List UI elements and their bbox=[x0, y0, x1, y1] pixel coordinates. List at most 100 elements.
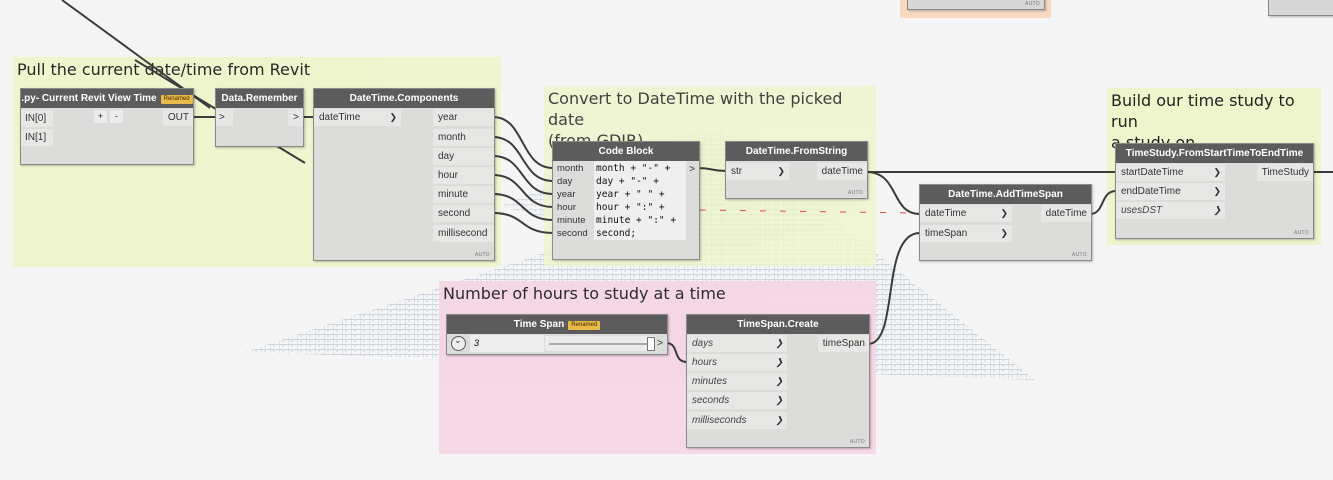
input-port-month[interactable]: month bbox=[557, 163, 584, 174]
slider-track[interactable] bbox=[545, 336, 655, 351]
input-port-in1[interactable]: IN[1] bbox=[21, 129, 53, 146]
chevron-right-icon: ❯ bbox=[1000, 228, 1008, 238]
port-label: timeSpan bbox=[925, 228, 968, 239]
input-port-datetime[interactable]: dateTime❯ bbox=[920, 205, 1012, 222]
chevron-right-icon: ❯ bbox=[777, 166, 785, 176]
port-label: str bbox=[731, 166, 743, 177]
input-port-enddatetime[interactable]: endDateTime ❯ bbox=[1116, 183, 1225, 200]
node-header[interactable]: DateTime.FromString bbox=[726, 142, 867, 161]
wire bbox=[492, 116, 554, 169]
partial-node-top[interactable]: AUTO bbox=[907, 0, 1045, 10]
code-line: month + "-" + bbox=[596, 163, 671, 174]
port-label: minutes bbox=[692, 376, 728, 387]
input-port-second[interactable]: second bbox=[557, 228, 588, 239]
node-datetime-components[interactable]: DateTime.Components dateTime❯ year month… bbox=[313, 88, 495, 261]
wire bbox=[492, 155, 554, 195]
output-port-minute[interactable]: minute bbox=[433, 186, 494, 203]
input-port-minute[interactable]: minute bbox=[557, 215, 586, 226]
auto-label: AUTO bbox=[475, 252, 490, 258]
port-label: endDateTime bbox=[1121, 186, 1181, 197]
port-label: dateTime bbox=[319, 112, 361, 123]
input-port-hours[interactable]: hours❯ bbox=[687, 354, 787, 371]
port-label: seconds bbox=[692, 395, 730, 406]
input-port-year[interactable]: year bbox=[557, 189, 576, 200]
auto-label: AUTO bbox=[848, 190, 863, 196]
input-port-days[interactable]: days❯ bbox=[687, 335, 787, 352]
input-port-in0[interactable]: IN[0] bbox=[21, 110, 53, 127]
output-port-timespan[interactable]: timeSpan bbox=[817, 335, 869, 352]
wire bbox=[867, 232, 921, 345]
output-port-hour[interactable]: hour bbox=[433, 167, 494, 184]
output-port-day[interactable]: day bbox=[433, 148, 494, 165]
output-port-month[interactable]: month bbox=[433, 129, 494, 146]
node-title: DateTime.AddTimeSpan bbox=[948, 189, 1063, 200]
node-title: DateTime.FromString bbox=[745, 146, 848, 157]
chevron-right-icon: ❯ bbox=[775, 338, 783, 348]
node-header[interactable]: DateTime.AddTimeSpan bbox=[920, 185, 1091, 204]
node-timespan-create[interactable]: TimeSpan.Create days❯ hours❯ minutes❯ se… bbox=[686, 314, 870, 448]
input-port-timespan[interactable]: timeSpan ❯ bbox=[920, 225, 1012, 242]
code-line: day + "-" + bbox=[596, 175, 659, 187]
renamed-badge: Renamed bbox=[568, 321, 601, 330]
port-label: startDateTime bbox=[1121, 167, 1184, 178]
chevron-right-icon: ❯ bbox=[1213, 205, 1221, 215]
port-label: hours bbox=[692, 357, 718, 368]
input-port[interactable]: > bbox=[216, 109, 233, 126]
code-line: minute + ":" + bbox=[596, 214, 677, 226]
node-code-block[interactable]: Code Block month day year hour minute se… bbox=[552, 141, 700, 260]
output-port-datetime[interactable]: dateTime bbox=[1040, 205, 1091, 222]
node-header[interactable]: Code Block bbox=[553, 142, 699, 161]
node-data-remember[interactable]: Data.Remember > > bbox=[215, 88, 304, 147]
input-port-minutes[interactable]: minutes ❯ bbox=[687, 373, 787, 390]
chevron-down-icon: ⌄ bbox=[454, 335, 462, 345]
node-title: DateTime.Components bbox=[349, 93, 459, 104]
node-header[interactable]: DateTime.Components bbox=[314, 89, 494, 108]
output-port[interactable]: > bbox=[657, 338, 663, 349]
wire bbox=[492, 193, 554, 221]
node-timestudy-fromstarttimetoendtime[interactable]: TimeStudy.FromStartTimeToEndTime startDa… bbox=[1115, 143, 1314, 239]
partial-node-top-right[interactable] bbox=[1268, 0, 1333, 16]
output-port-year[interactable]: year bbox=[433, 109, 494, 126]
output-port-out[interactable]: OUT bbox=[162, 109, 193, 126]
node-header[interactable]: TimeSpan.Create bbox=[687, 315, 869, 334]
input-port-datetime[interactable]: dateTime❯ bbox=[314, 109, 401, 126]
chevron-right-icon: ❯ bbox=[1213, 167, 1221, 177]
add-input-button[interactable]: + bbox=[94, 110, 107, 123]
wire bbox=[492, 212, 554, 234]
chevron-right-icon: ❯ bbox=[1213, 186, 1221, 196]
input-port-hour[interactable]: hour bbox=[557, 202, 577, 213]
remove-input-button[interactable]: - bbox=[110, 110, 123, 123]
input-port-usesdst[interactable]: usesDST❯ bbox=[1116, 202, 1225, 219]
output-port-second[interactable]: second bbox=[433, 205, 494, 222]
chevron-right-icon: ❯ bbox=[775, 376, 783, 386]
slider-thumb[interactable] bbox=[647, 337, 655, 351]
group-title: Number of hours to study at a time bbox=[443, 284, 726, 303]
chevron-right-icon: ❯ bbox=[775, 395, 783, 405]
wire bbox=[492, 174, 554, 208]
slider-value[interactable]: 3 bbox=[470, 335, 544, 352]
output-port[interactable]: > bbox=[689, 164, 695, 175]
node-header[interactable]: Data.Remember bbox=[216, 89, 303, 108]
input-port-str[interactable]: str ❯ bbox=[726, 163, 789, 180]
expand-toggle[interactable]: ⌄ bbox=[451, 335, 466, 351]
node-datetime-fromstring[interactable]: DateTime.FromString str ❯ dateTime AUTO bbox=[725, 141, 868, 199]
node-datetime-addtimespan[interactable]: DateTime.AddTimeSpan dateTime❯ timeSpan❯… bbox=[919, 184, 1092, 261]
input-port-day[interactable]: day bbox=[557, 176, 573, 187]
wire bbox=[665, 342, 688, 363]
input-port-seconds[interactable]: seconds ❯ bbox=[687, 392, 787, 409]
output-port-timestudy[interactable]: TimeStudy bbox=[1256, 164, 1313, 181]
output-port-datetime[interactable]: dateTime bbox=[816, 163, 867, 180]
code-editor[interactable]: month + "-" +day + "-" +year + " " +hour… bbox=[594, 161, 686, 241]
input-port-startdatetime[interactable]: startDateTime ❯ bbox=[1116, 164, 1225, 181]
renamed-badge: Renamed bbox=[160, 95, 193, 104]
node-header[interactable]: TimeStudy.FromStartTimeToEndTime bbox=[1116, 144, 1313, 163]
chevron-right-icon: ❯ bbox=[1000, 208, 1008, 218]
output-port[interactable]: > bbox=[288, 109, 303, 126]
input-port-milliseconds[interactable]: milliseconds❯ bbox=[687, 412, 787, 429]
output-port-millisecond[interactable]: millisecond bbox=[433, 225, 494, 242]
group-title: Convert to DateTime with the picked date… bbox=[548, 89, 843, 150]
